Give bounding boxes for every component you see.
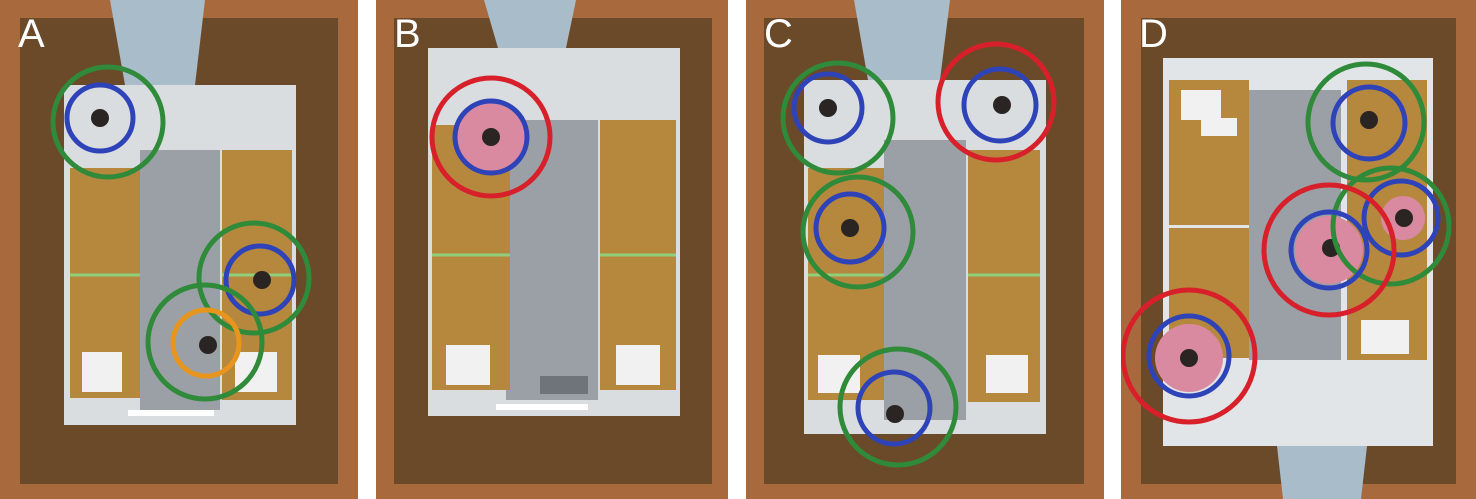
person	[841, 219, 859, 237]
green-ring	[196, 220, 312, 336]
red-ring	[1121, 287, 1258, 425]
orange-ring	[170, 307, 242, 379]
blue-ring	[1361, 178, 1441, 258]
window	[110, 0, 205, 85]
person	[91, 109, 109, 127]
person	[819, 99, 837, 117]
person	[1395, 209, 1413, 227]
panel-b: B	[376, 0, 728, 499]
red-ring	[935, 41, 1057, 163]
panel-a: A	[0, 0, 358, 499]
panel-c: C	[746, 0, 1104, 499]
window	[1277, 446, 1367, 499]
red-ring	[429, 75, 553, 199]
blue-ring	[1288, 209, 1370, 291]
panel-d: D	[1121, 0, 1476, 499]
panel-label: A	[18, 12, 45, 56]
window	[854, 0, 950, 80]
blue-ring	[64, 82, 136, 154]
blue-ring	[1330, 84, 1408, 162]
green-ring	[837, 346, 959, 468]
blue-ring	[813, 191, 887, 265]
blue-ring	[1146, 313, 1232, 399]
person	[253, 271, 271, 289]
green-ring	[800, 174, 916, 290]
blue-ring	[961, 66, 1039, 144]
green-ring	[145, 282, 265, 402]
person	[1360, 111, 1378, 129]
person	[199, 336, 217, 354]
panel-label: B	[394, 12, 421, 56]
blue-ring	[452, 98, 530, 176]
green-ring	[1305, 61, 1427, 183]
green-ring	[780, 60, 896, 176]
panel-c-scene	[746, 0, 1104, 499]
person	[886, 405, 904, 423]
blue-ring	[855, 369, 933, 447]
panel-label: D	[1139, 12, 1168, 56]
panel-label: C	[764, 12, 793, 56]
person	[482, 128, 500, 146]
panel-d-scene	[1121, 0, 1476, 499]
green-ring	[1330, 165, 1452, 287]
blue-ring	[791, 71, 865, 145]
blue-ring	[223, 243, 297, 317]
panel-b-scene	[376, 0, 728, 499]
red-ring	[1261, 182, 1397, 318]
green-ring	[50, 64, 166, 180]
person	[1180, 349, 1198, 367]
panel-a-scene	[0, 0, 358, 499]
person	[993, 96, 1011, 114]
window	[484, 0, 576, 48]
